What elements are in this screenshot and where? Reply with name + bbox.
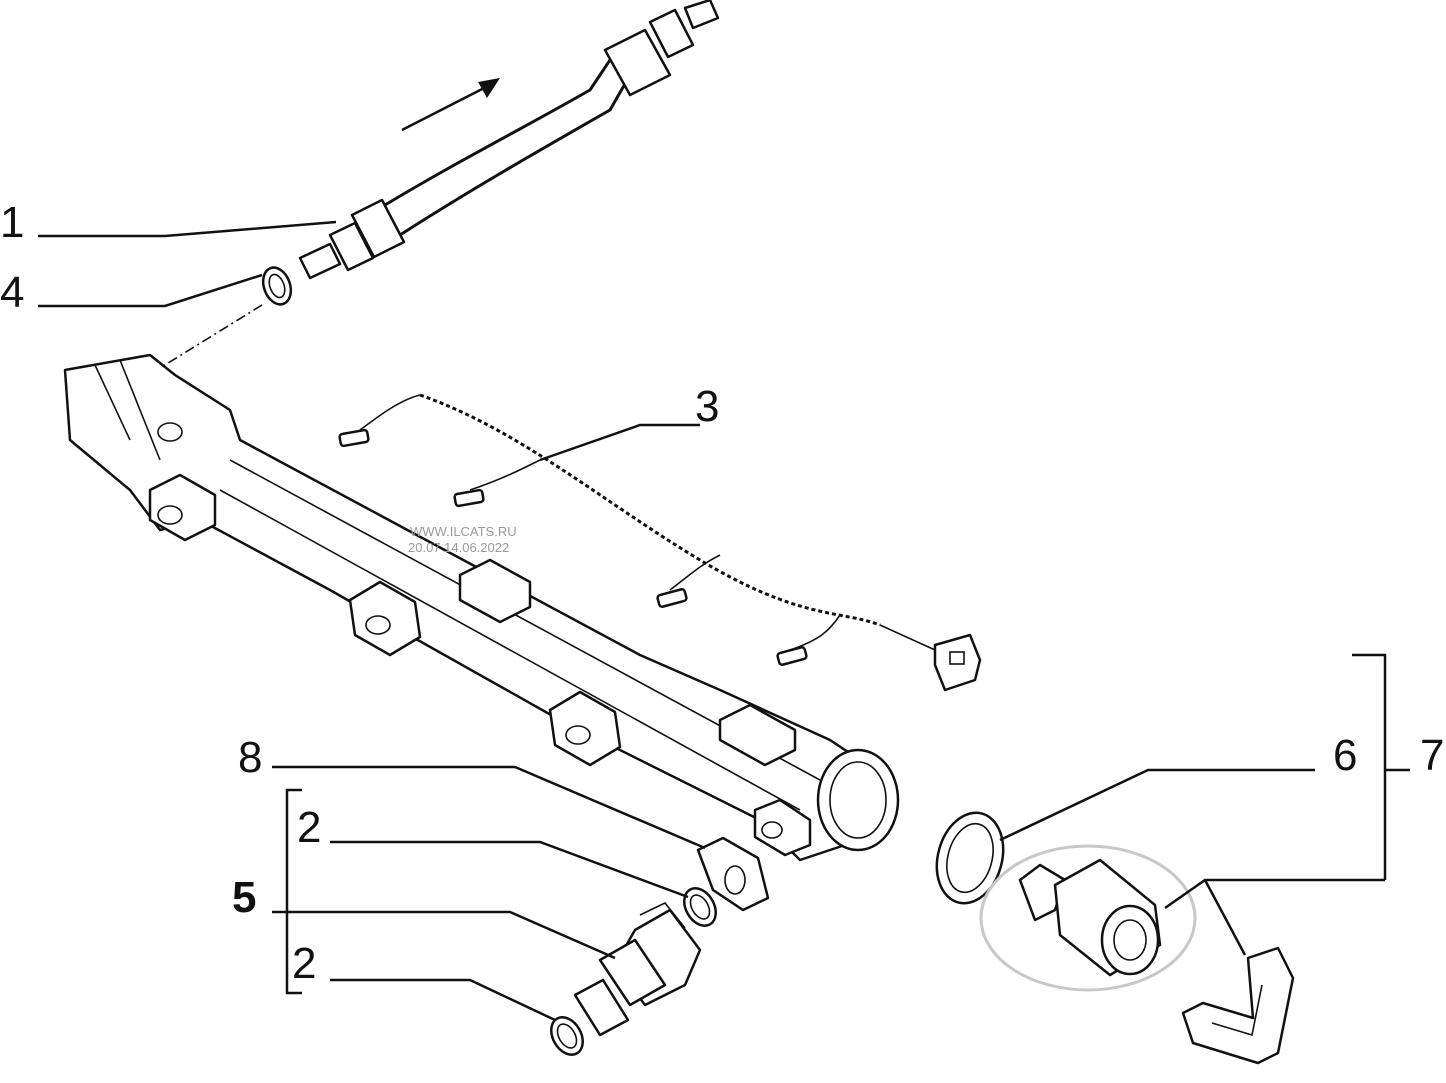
seal-plate bbox=[696, 836, 770, 912]
fuel-hose bbox=[298, 0, 720, 280]
watermark-site: WWW.ILCATS.RU bbox=[410, 524, 517, 539]
leader-lines bbox=[38, 220, 1410, 1022]
callout-8: 8 bbox=[238, 733, 262, 782]
fuel-injector bbox=[573, 902, 702, 1037]
callout-5: 5 bbox=[232, 873, 256, 922]
callout-1: 1 bbox=[0, 198, 24, 247]
callout-6: 6 bbox=[1333, 731, 1357, 780]
callout-4: 4 bbox=[0, 268, 24, 317]
fuel-rail bbox=[63, 353, 900, 862]
pressure-regulator bbox=[1018, 858, 1162, 977]
callout-2-upper: 2 bbox=[297, 803, 321, 852]
mounting-bracket bbox=[1181, 946, 1295, 1065]
callout-7: 7 bbox=[1420, 731, 1444, 780]
o-ring-seal bbox=[261, 266, 293, 306]
wiring-harness bbox=[338, 393, 982, 692]
callout-3: 3 bbox=[695, 382, 719, 431]
callout-2-lower: 2 bbox=[292, 939, 316, 988]
watermark-date: 20.07 14.06.2022 bbox=[408, 540, 509, 555]
regulator-o-ring bbox=[935, 811, 1005, 905]
highlight-circle bbox=[979, 844, 1197, 992]
